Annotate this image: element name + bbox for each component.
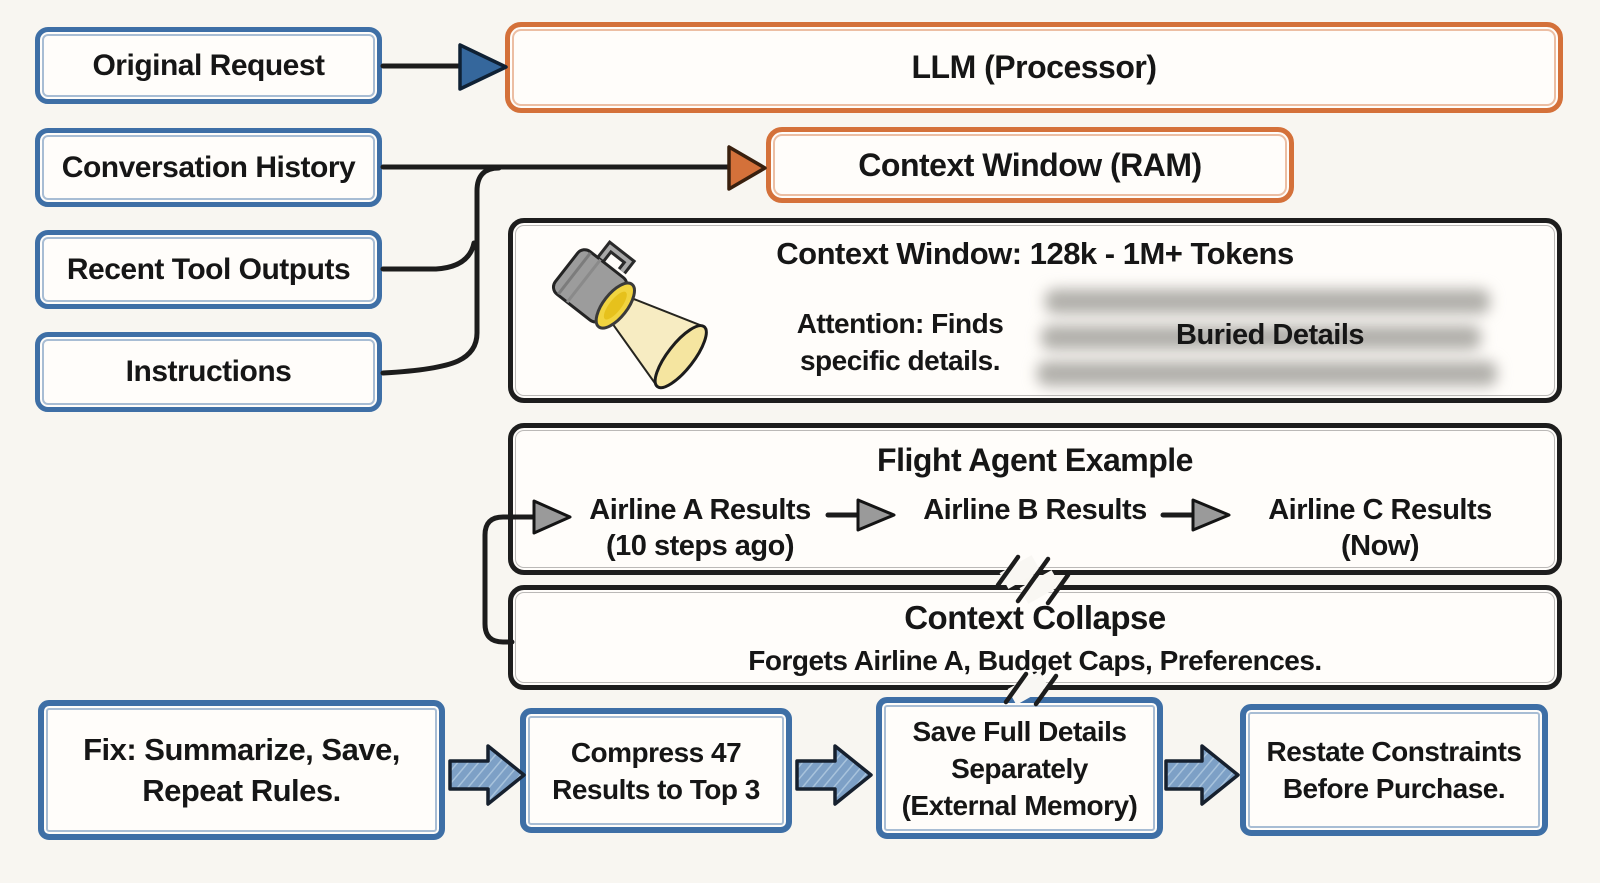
fix-box-summarize: Fix: Summarize, Save, Repeat Rules. [38, 700, 445, 840]
fix-box-compress: Compress 47 Results to Top 3 [520, 708, 792, 833]
input-label-conversation-history: Conversation History [61, 150, 356, 184]
flight-step-label: Airline B Results [923, 494, 1147, 526]
context-collapse-box: Context Collapse Forgets Airline A, Budg… [508, 585, 1562, 690]
fix-box-save-details: Save Full Details Separately (External M… [876, 697, 1163, 839]
blurred-text-bar [1037, 361, 1497, 386]
context-window-tokens-box: Context Window: 128k - 1M+ Tokens Attent… [508, 218, 1562, 403]
fix-label: Fix: Summarize, Save, Repeat Rules. [83, 732, 400, 808]
context-collapse-subtitle: Forgets Airline A, Budget Caps, Preferen… [748, 645, 1322, 676]
arrow-right-icon [458, 43, 508, 91]
connector-history-to-ram [380, 145, 767, 191]
context-window-ram-label: Context Window (RAM) [858, 146, 1202, 183]
context-window-tokens-title: Context Window: 128k - 1M+ Tokens [776, 236, 1294, 271]
blurred-text-bar [1045, 289, 1490, 314]
connector-tool-outputs [380, 240, 477, 272]
attention-note: Attention: Finds specific details. [796, 308, 1004, 376]
input-box-instructions: Instructions [35, 332, 382, 412]
fix-label: Save Full Details Separately (External M… [901, 715, 1138, 821]
fix-label: Compress 47 Results to Top 3 [552, 736, 760, 805]
flight-step-airline-a: Airline A Results (10 steps ago) [575, 494, 825, 563]
connector-instructions-trunk [380, 165, 502, 376]
llm-processor-box: LLM (Processor) [505, 22, 1563, 113]
context-window-ram-box: Context Window (RAM) [766, 127, 1294, 203]
flight-step-label: Airline A Results [589, 494, 811, 526]
block-arrow-right-icon [1164, 744, 1240, 806]
input-box-recent-tool-outputs: Recent Tool Outputs [35, 230, 382, 309]
flight-step-sub: (10 steps ago) [606, 530, 795, 562]
input-box-conversation-history: Conversation History [35, 128, 382, 207]
input-label-recent-tool-outputs: Recent Tool Outputs [66, 252, 351, 286]
input-label-original-request: Original Request [92, 48, 325, 82]
flight-step-label: Airline C Results [1268, 494, 1492, 526]
flight-step-sub: (Now) [1340, 530, 1420, 562]
input-label-instructions: Instructions [125, 355, 292, 388]
buried-details-label: Buried Details [1176, 319, 1365, 351]
connector-original-to-llm [380, 43, 508, 91]
input-box-original-request: Original Request [35, 27, 382, 104]
context-collapse-title: Context Collapse [904, 599, 1166, 636]
block-arrow-right-icon [795, 744, 873, 806]
block-arrow-right-icon [448, 744, 526, 806]
flight-step-airline-b: Airline B Results [910, 494, 1160, 530]
flight-agent-example-box: Flight Agent Example Airline A Results (… [508, 423, 1562, 575]
arrow-right-icon [727, 145, 767, 191]
fix-box-restate-constraints: Restate Constraints Before Purchase. [1240, 704, 1548, 836]
blurred-text-bar [1041, 325, 1481, 350]
fix-label: Restate Constraints Before Purchase. [1266, 736, 1522, 804]
llm-processor-label: LLM (Processor) [911, 49, 1157, 85]
flight-step-airline-c: Airline C Results (Now) [1245, 494, 1515, 563]
flight-agent-title: Flight Agent Example [877, 442, 1193, 478]
